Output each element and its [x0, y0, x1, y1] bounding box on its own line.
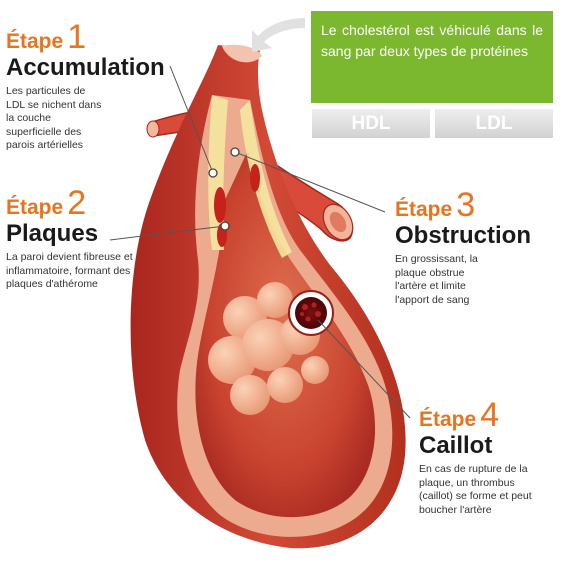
- branch-artery-left-end: [146, 120, 160, 138]
- step-word: Étape: [6, 196, 64, 219]
- info-box-text: Le cholestérol est véhiculé dans le sang…: [321, 22, 543, 59]
- branch-artery-right-lumen: [329, 211, 347, 233]
- ldl-deposit: [250, 164, 260, 192]
- step-word: Étape: [395, 198, 453, 221]
- step-number: 1: [67, 18, 87, 56]
- step-word: Étape: [419, 408, 477, 431]
- arrow-icon: [252, 18, 305, 52]
- step-description: La paroi devient fibreuse et inflammatoi…: [6, 251, 133, 290]
- step-title: Obstruction: [395, 222, 531, 249]
- step-description: En grossissant, la plaque obstrue l'artè…: [395, 253, 478, 306]
- hdl-label: HDL: [312, 109, 430, 138]
- blood-clot-cells: [300, 302, 321, 322]
- step-description: En cas de rupture de la plaque, un throm…: [419, 463, 532, 516]
- step-number: 3: [456, 186, 476, 224]
- pointer-lines: [109, 65, 411, 419]
- step-title: Caillot: [419, 432, 493, 459]
- atheroma-plaque: [208, 282, 329, 415]
- step-description: Les particules de LDL se nichent dans la…: [6, 85, 102, 151]
- ldl-deposit: [214, 187, 226, 223]
- cholesterol-info-box: Le cholestérol est véhiculé dans le sang…: [311, 11, 553, 103]
- step-title: Accumulation: [6, 54, 165, 81]
- step-title: Plaques: [6, 220, 99, 247]
- pointer-dots: [208, 147, 240, 231]
- fatty-streak-right: [240, 100, 292, 258]
- step-number: 2: [67, 184, 87, 222]
- step-word: Étape: [6, 30, 64, 53]
- step-number: 4: [480, 396, 500, 434]
- ldl-label: LDL: [435, 109, 553, 138]
